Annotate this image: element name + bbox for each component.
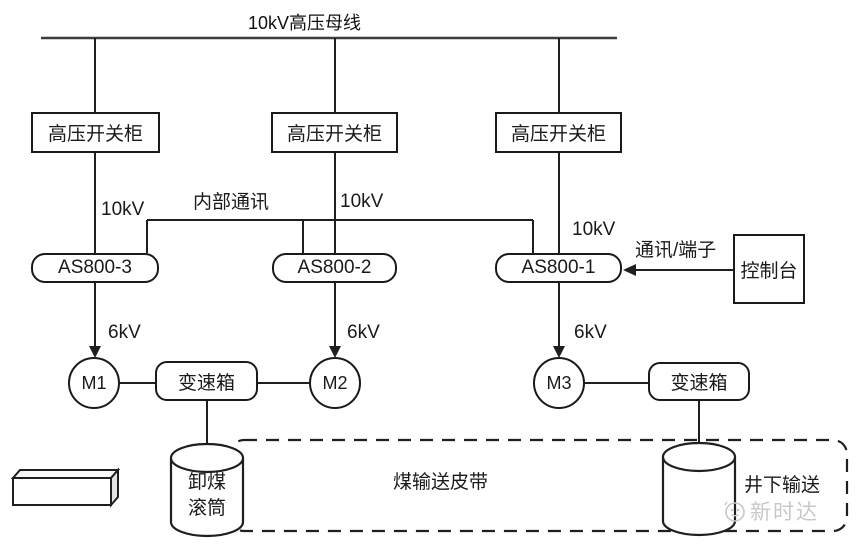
conveyor-belt-dashed-boundary xyxy=(228,438,849,533)
gearbox-label: 变速箱 xyxy=(177,372,235,394)
comm-terminal-label: 通讯/端子 xyxy=(635,240,717,261)
gearbox-1: 变速箱 xyxy=(155,361,258,401)
drive-label: AS800-3 xyxy=(58,257,132,278)
motor-label: M1 xyxy=(81,372,107,393)
switchgear-cabinet-1: 高压开关柜 xyxy=(31,112,160,153)
voltage-label-6kv-3: 6kV xyxy=(574,322,607,343)
watermark-text: 新时达 xyxy=(750,501,819,524)
drum-label-line1: 卸煤 xyxy=(187,472,226,493)
switchgear-label: 高压开关柜 xyxy=(47,124,143,145)
belt-block-top-face xyxy=(10,469,121,479)
watermark: 新时达 xyxy=(722,496,819,526)
motor-m3: M3 xyxy=(533,357,585,409)
internal-comm-label: 内部通讯 xyxy=(193,192,270,213)
console-box: 控制台 xyxy=(733,234,805,304)
motor-label: M3 xyxy=(546,372,572,393)
arrow-left-icon xyxy=(623,264,636,276)
motor-label: M2 xyxy=(322,372,348,393)
drum-cylinder-body xyxy=(169,458,245,538)
drive-label: AS800-2 xyxy=(297,257,372,278)
drive-as800-3: AS800-3 xyxy=(31,253,159,283)
underground-cylinder-body xyxy=(661,457,737,537)
voltage-label-10kv-1: 10kV xyxy=(101,199,145,220)
switchgear-label: 高压开关柜 xyxy=(510,124,606,145)
voltage-label-6kv-1: 6kV xyxy=(108,322,141,343)
underground-cylinder-top xyxy=(661,441,737,473)
switchgear-cabinet-2: 高压开关柜 xyxy=(271,112,398,153)
arrow-down-icon xyxy=(89,346,101,358)
underground-transport-label: 井下输送 xyxy=(744,475,821,496)
switchgear-label: 高压开关柜 xyxy=(286,124,382,145)
voltage-label-10kv-2: 10kV xyxy=(340,191,384,212)
drive-label: AS800-1 xyxy=(521,257,596,278)
gearbox-label: 变速箱 xyxy=(670,373,728,394)
arrow-down-icon xyxy=(553,346,565,358)
conveyor-belt-label: 煤输送皮带 xyxy=(393,472,489,493)
motor-m1: M1 xyxy=(68,357,120,409)
drum-label: 卸煤 滚筒 xyxy=(171,470,243,522)
drum-label-line2: 滚筒 xyxy=(187,498,226,519)
arrow-down-icon xyxy=(329,346,341,358)
voltage-label-10kv-3: 10kV xyxy=(572,219,616,240)
drive-as800-2: AS800-2 xyxy=(272,253,397,283)
voltage-label-6kv-2: 6kV xyxy=(347,322,380,343)
wechat-sticker-icon xyxy=(724,501,745,522)
console-label: 控制台 xyxy=(740,260,798,282)
drive-as800-1: AS800-1 xyxy=(495,253,622,283)
motor-m2: M2 xyxy=(309,357,361,409)
gearbox-2: 变速箱 xyxy=(648,362,750,401)
drum-cylinder-top xyxy=(169,442,245,474)
switchgear-cabinet-3: 高压开关柜 xyxy=(495,112,622,153)
belt-block-front-face xyxy=(12,477,112,506)
busbar-title: 10kV高压母线 xyxy=(248,13,362,33)
